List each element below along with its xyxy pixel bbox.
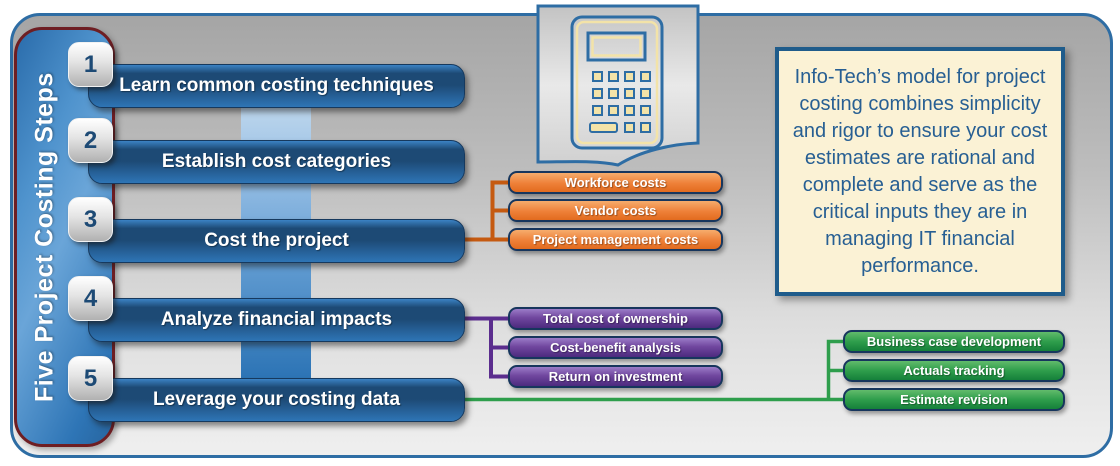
sidebar-title: Five Project Costing Steps <box>30 72 59 402</box>
step-number-badge-3: 3 <box>68 197 113 242</box>
step-number-badge-1: 1 <box>68 42 113 87</box>
step-label-5: Leverage your costing data <box>152 389 401 410</box>
branch-box-actuals-tracking: Actuals tracking <box>843 359 1065 382</box>
step-label-3: Cost the project <box>204 230 349 251</box>
branch-box-estimate-revision: Estimate revision <box>843 388 1065 411</box>
step-number-badge-5: 5 <box>68 356 113 401</box>
step-number-badge-2: 2 <box>68 118 113 163</box>
step-label-2: Establish cost categories <box>161 151 392 172</box>
calculator-icon <box>536 4 700 167</box>
branch-box-business-case-development: Business case development <box>843 330 1065 353</box>
branch-box-workforce-costs: Workforce costs <box>508 171 723 194</box>
branch-box-total-cost-of-ownership: Total cost of ownership <box>508 307 723 330</box>
step-box-1: Learn common costing techniques <box>88 64 465 108</box>
step-box-4: Analyze financial impacts <box>88 298 465 342</box>
branch-box-return-on-investment: Return on investment <box>508 365 723 388</box>
step-box-5: Leverage your costing data <box>88 378 465 422</box>
step-label-4: Analyze financial impacts <box>160 309 393 330</box>
step-box-3: Cost the project <box>88 219 465 263</box>
branch-box-cost-benefit-analysis: Cost-benefit analysis <box>508 336 723 359</box>
step-number-badge-4: 4 <box>68 276 113 321</box>
step-label-1: Learn common costing techniques <box>119 75 434 96</box>
callout-box: Info-Tech’s model for project costing co… <box>775 47 1065 296</box>
callout-text: Info-Tech’s model for project costing co… <box>792 65 1048 277</box>
branch-box-project-management-costs: Project management costs <box>508 228 723 251</box>
branch-box-vendor-costs: Vendor costs <box>508 199 723 222</box>
step-box-2: Establish cost categories <box>88 140 465 184</box>
